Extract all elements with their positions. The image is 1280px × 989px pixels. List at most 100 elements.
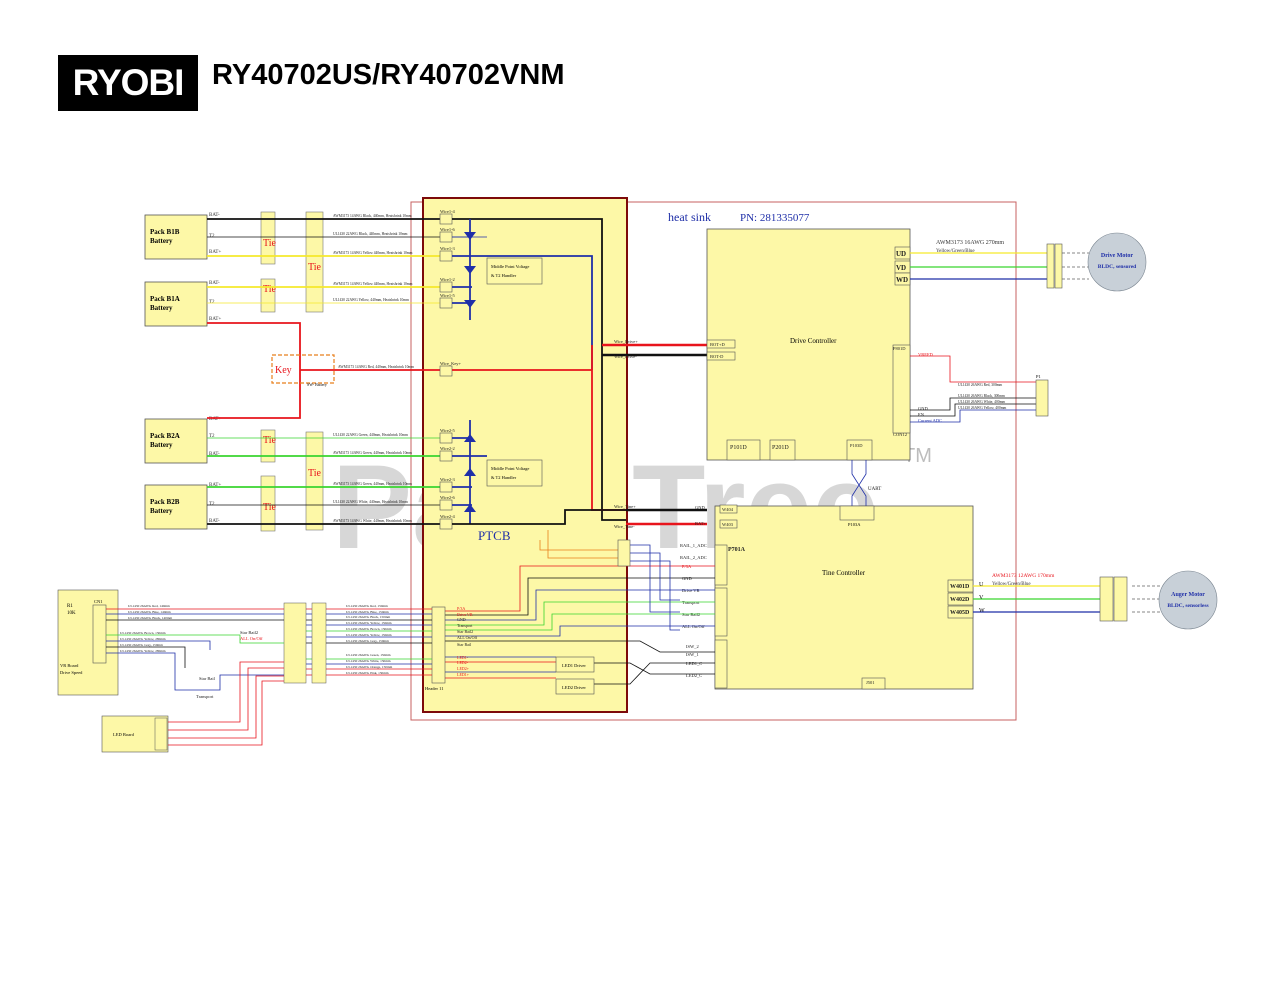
svg-text:Wire2-3: Wire2-3 bbox=[440, 477, 456, 482]
p103a-connector bbox=[839, 505, 875, 521]
drive-motor-type: BLDC, sensored bbox=[1098, 264, 1136, 270]
pack-b2b: Pack B2B Battery bbox=[144, 484, 208, 530]
svg-text:UL1430 22AWG Yellow, 440mm, He: UL1430 22AWG Yellow, 440mm, Heatshrink 1… bbox=[333, 298, 409, 303]
svg-text:UL1430 26AWG Yellow, 280mm: UL1430 26AWG Yellow, 280mm bbox=[120, 649, 166, 654]
svg-text:P/3A: P/3A bbox=[457, 606, 465, 611]
drive-motor-name: Drive Motor bbox=[1101, 253, 1133, 259]
svg-text:Wire_Drive+: Wire_Drive+ bbox=[614, 339, 638, 344]
svg-text:UL1430 26AWG Black, 140mm: UL1430 26AWG Black, 140mm bbox=[128, 616, 173, 621]
svg-text:BAT+: BAT+ bbox=[209, 250, 221, 255]
vr-board-cn1 bbox=[92, 604, 107, 664]
svg-text:RAIL_2_ADC: RAIL_2_ADC bbox=[680, 555, 707, 560]
battery-wires bbox=[207, 218, 440, 525]
harness-junction bbox=[283, 602, 327, 684]
svg-text:LED1_C: LED1_C bbox=[686, 661, 702, 666]
svg-text:Star Bail2: Star Bail2 bbox=[457, 629, 473, 634]
auger-motor-type: BLDC, sensorless bbox=[1167, 603, 1208, 609]
heat-sink-frame bbox=[410, 201, 1017, 721]
svg-text:Tie: Tie bbox=[263, 502, 277, 513]
svg-text:AWM3173 14AWG Yellow 440mm, He: AWM3173 14AWG Yellow 440mm, Heatshrink 1… bbox=[333, 282, 413, 287]
svg-text:BAT-: BAT- bbox=[209, 519, 220, 524]
svg-text:UL1430 26AWG Green, 150mm: UL1430 26AWG Green, 150mm bbox=[346, 653, 391, 658]
svg-text:Wire2-4: Wire2-4 bbox=[440, 514, 456, 519]
phase-u-label: U bbox=[979, 582, 984, 588]
svg-text:Wire2-5: Wire2-5 bbox=[440, 428, 456, 433]
svg-text:& T2 Handler: & T2 Handler bbox=[491, 273, 517, 278]
svg-text:Pack B2A: Pack B2A bbox=[150, 432, 180, 440]
auger-motor-name: Auger Motor bbox=[1171, 592, 1205, 598]
drive-motor bbox=[1087, 232, 1147, 292]
key-switch-label: SW- Battery bbox=[307, 382, 327, 387]
svg-text:UL1430 26AWG Yellow, 280mm: UL1430 26AWG Yellow, 280mm bbox=[120, 637, 166, 642]
svg-text:P801D: P801D bbox=[893, 346, 906, 351]
harness-wire-labels: UL1430 26AWG Red, 150mm UL1430 26AWG Blu… bbox=[346, 604, 393, 676]
svg-text:UL1430 26AWG Grey, 150mm: UL1430 26AWG Grey, 150mm bbox=[346, 639, 389, 644]
key-label: Key bbox=[275, 365, 292, 376]
svg-text:UL1430 26AWG Red, 140mm: UL1430 26AWG Red, 140mm bbox=[128, 604, 170, 609]
led-board-wires bbox=[168, 661, 284, 746]
ptcb-label: PTCB bbox=[478, 528, 511, 543]
uart-wires bbox=[851, 460, 867, 506]
phase-v-label: V bbox=[979, 595, 984, 601]
drive-controller-connectors bbox=[706, 246, 911, 461]
svg-text:Wire_Key+: Wire_Key+ bbox=[440, 361, 462, 366]
ptcb-diodes bbox=[464, 232, 476, 512]
svg-text:Battery: Battery bbox=[150, 441, 173, 449]
svg-text:UL1430 26AWG Orange, 150mm: UL1430 26AWG Orange, 150mm bbox=[346, 665, 393, 670]
svg-text:Middle Point Voltage: Middle Point Voltage bbox=[491, 466, 529, 471]
svg-text:AWM3173 14AWG Green, 440mm, He: AWM3173 14AWG Green, 440mm, Heatshrink 1… bbox=[333, 482, 412, 487]
svg-text:UL1430 26AWG White, 400mm: UL1430 26AWG White, 400mm bbox=[958, 400, 1005, 405]
svg-text:Wire1-2: Wire1-2 bbox=[440, 277, 455, 282]
svg-text:AWM3173 14AWG Yellow 440mm, He: AWM3173 14AWG Yellow 440mm, Heatshrink 1… bbox=[333, 251, 413, 256]
svg-text:GND: GND bbox=[695, 505, 705, 510]
svg-text:BAT+: BAT+ bbox=[695, 521, 707, 526]
svg-text:UL1430 26AWG Brown, 150mm: UL1430 26AWG Brown, 150mm bbox=[120, 631, 166, 636]
svg-text:UL1430 26AWG Black, 300mm: UL1430 26AWG Black, 300mm bbox=[958, 394, 1005, 399]
svg-text:RAIL_1_ADC: RAIL_1_ADC bbox=[680, 543, 707, 548]
svg-text:W405D: W405D bbox=[950, 610, 970, 616]
svg-text:Tie: Tie bbox=[308, 468, 322, 479]
svg-text:W403: W403 bbox=[722, 522, 734, 527]
svg-text:AWM3173 14AWG Green, 440mm, He: AWM3173 14AWG Green, 440mm, Heatshrink 1… bbox=[333, 451, 412, 456]
svg-text:UD: UD bbox=[896, 250, 906, 258]
svg-text:Battery: Battery bbox=[150, 507, 173, 515]
svg-text:Star Bail2: Star Bail2 bbox=[240, 630, 258, 635]
svg-text:T2: T2 bbox=[209, 234, 215, 239]
svg-text:Middle Point Voltage: Middle Point Voltage bbox=[491, 264, 529, 269]
svg-text:LED1-: LED1- bbox=[457, 655, 469, 660]
svg-text:Star Bail2: Star Bail2 bbox=[682, 612, 700, 617]
svg-text:LED2_C: LED2_C bbox=[686, 673, 702, 678]
header-signal-labels: P/3A Drive VR GND Transport Star Bail2 A… bbox=[457, 606, 478, 677]
svg-text:ALL On/Off: ALL On/Off bbox=[682, 624, 705, 629]
svg-text:GND: GND bbox=[918, 406, 928, 411]
svg-text:Transport: Transport bbox=[457, 623, 473, 628]
svg-text:BAT-: BAT- bbox=[209, 213, 220, 218]
svg-text:VREFD: VREFD bbox=[918, 352, 934, 357]
auger-motor-colors: Yellow/Green/Blue bbox=[992, 582, 1031, 587]
svg-text:Pack B1B: Pack B1B bbox=[150, 228, 180, 236]
svg-text:Current ADC: Current ADC bbox=[918, 418, 942, 423]
svg-text:ALL On/Off: ALL On/Off bbox=[457, 635, 478, 640]
svg-text:LED2+: LED2+ bbox=[457, 666, 470, 671]
svg-text:UL1430 26AWG White, 150mm: UL1430 26AWG White, 150mm bbox=[346, 659, 391, 664]
tie-blocks bbox=[260, 211, 324, 532]
svg-text:& T2 Handler: & T2 Handler bbox=[491, 475, 517, 480]
led-board-label: LED Board bbox=[113, 732, 135, 737]
svg-text:P701A: P701A bbox=[728, 547, 746, 553]
svg-text:UL1430 26AWG Black, 150mm: UL1430 26AWG Black, 150mm bbox=[346, 615, 391, 620]
tine-controller-title: Tine Controller bbox=[822, 569, 866, 577]
svg-text:BAT+: BAT+ bbox=[209, 317, 221, 322]
auger-motor-wire-spec: AWM3173 12AWG 170mm bbox=[992, 573, 1055, 579]
phase-w-label: W bbox=[979, 608, 985, 614]
svg-text:UL1430 22AWG Green, 440mm, Hea: UL1430 22AWG Green, 440mm, Heatshrink 10… bbox=[333, 433, 408, 438]
bus-wire-labels: Wire_Drive+ Wire_Drive- Wire_Tine+ Wire_… bbox=[614, 339, 638, 529]
svg-text:Wire1-5: Wire1-5 bbox=[440, 293, 456, 298]
pack-b1a: Pack B1A Battery bbox=[144, 281, 208, 327]
svg-text:UL1430 26AWG Yellow, 150mm: UL1430 26AWG Yellow, 150mm bbox=[346, 621, 392, 626]
drive-speed-label: Drive Speed bbox=[60, 670, 83, 675]
header-11-connector bbox=[431, 606, 446, 684]
svg-text:GND: GND bbox=[682, 576, 692, 581]
svg-text:UL1430 22AWG White, 440mm, Hea: UL1430 22AWG White, 440mm, Heatshrink 10… bbox=[333, 500, 408, 505]
svg-text:Tie: Tie bbox=[263, 435, 277, 446]
auger-motor bbox=[1158, 570, 1218, 630]
